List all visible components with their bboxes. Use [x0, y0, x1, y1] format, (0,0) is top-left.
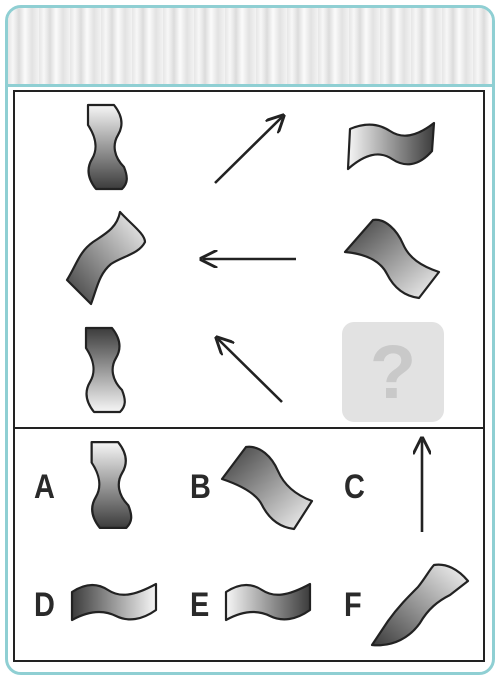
- arrow-up-left-icon: [218, 339, 283, 403]
- wave-horizontal-dark-left-icon: [224, 582, 312, 622]
- option-f-label: F: [344, 586, 362, 624]
- option-f[interactable]: [370, 563, 470, 647]
- s-shape-diagonal-dark-bottom-icon: [370, 563, 470, 647]
- s-shape-horizontal-icon: [346, 121, 436, 171]
- option-a-label: A: [34, 468, 55, 506]
- option-b-label: B: [190, 468, 211, 506]
- header-banner: [8, 8, 492, 87]
- s-shape-diagonal-icon: [65, 210, 147, 306]
- option-e[interactable]: [224, 582, 312, 622]
- wave-horizontal-icon: [70, 582, 158, 622]
- s-shape-vertical-dark-bottom-icon: [90, 441, 133, 529]
- option-a[interactable]: [90, 441, 133, 529]
- answer-placeholder: [342, 322, 444, 422]
- arrow-up-right-icon: [214, 117, 282, 184]
- s-shape-diagonal-flipped-icon: [343, 218, 441, 300]
- option-e-label: E: [190, 586, 210, 624]
- option-d-label: D: [34, 586, 55, 624]
- s-shape-vertical-icon: [86, 103, 128, 191]
- question-mark: ?: [370, 330, 416, 415]
- puzzle-border: [13, 90, 485, 662]
- option-b[interactable]: [220, 445, 314, 531]
- s-shape-diagonal-flipped-icon: [220, 445, 314, 531]
- option-c-label: C: [344, 468, 365, 506]
- option-d[interactable]: [70, 582, 158, 622]
- question-mark-icon: ?: [342, 322, 444, 422]
- s-shape-vertical-dark-top-icon: [84, 326, 126, 414]
